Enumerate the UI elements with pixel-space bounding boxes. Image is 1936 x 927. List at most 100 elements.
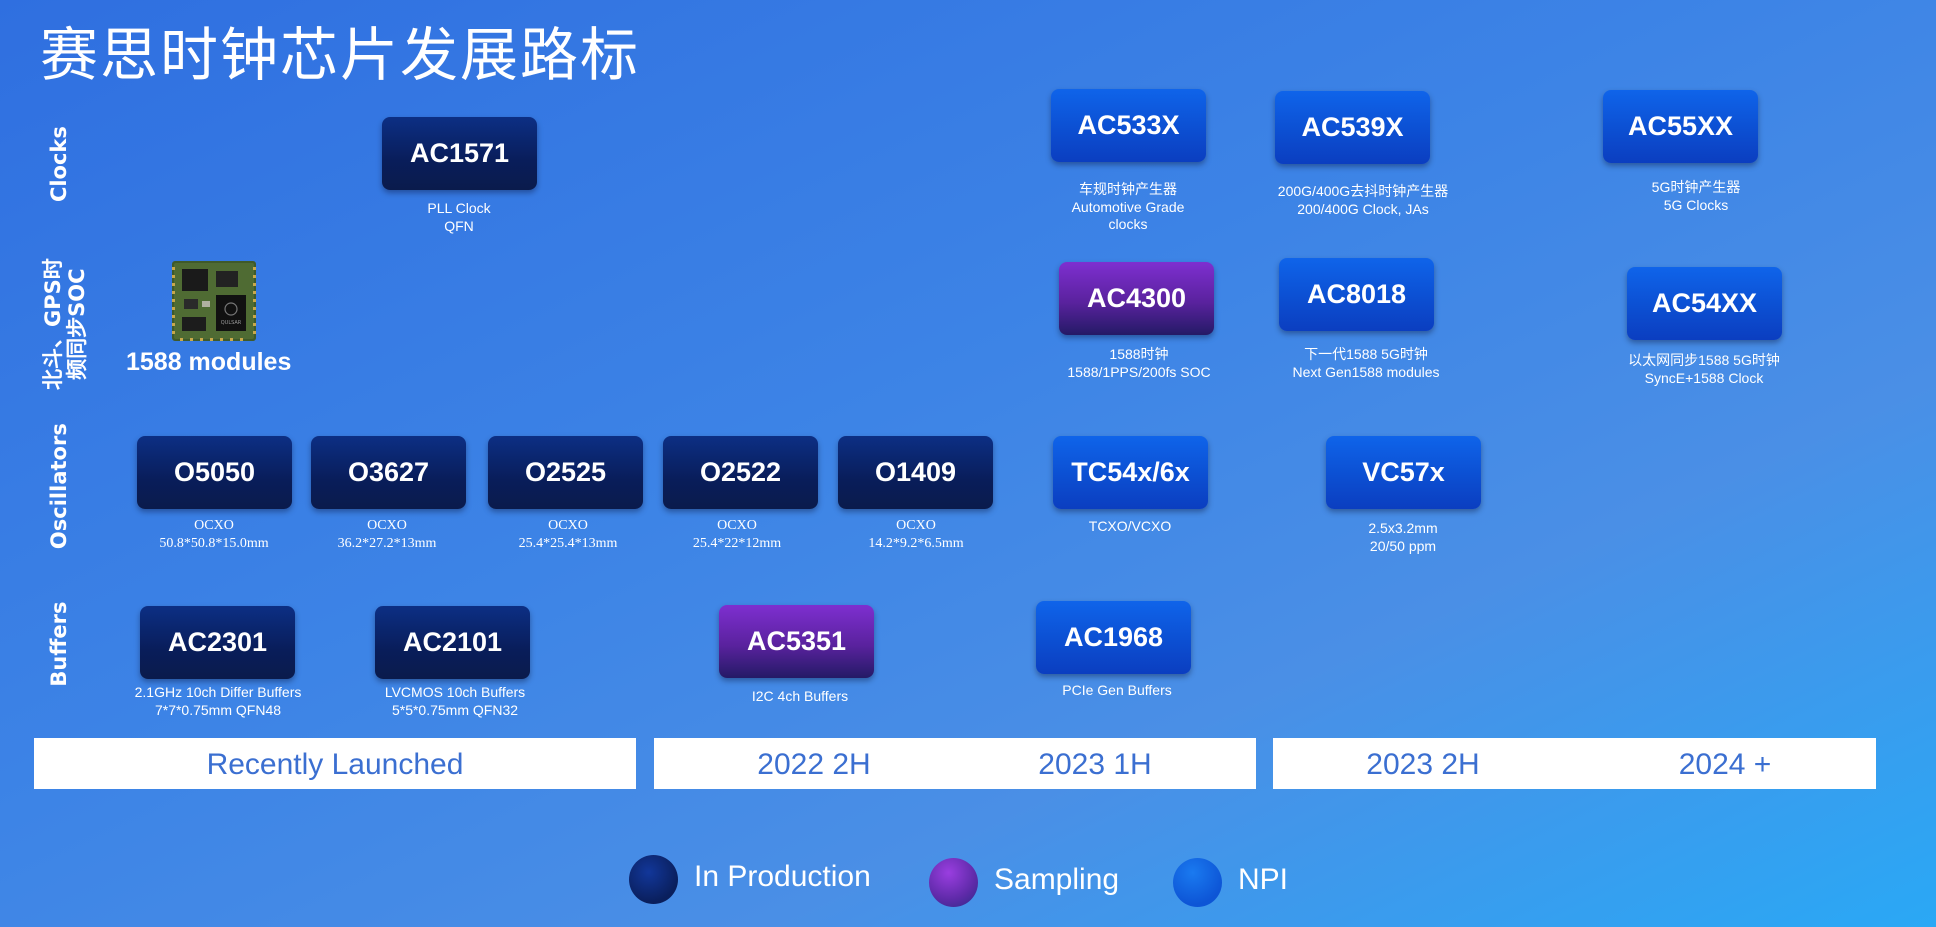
desc-line: 200G/400G去抖时钟产生器 bbox=[1277, 183, 1449, 199]
legend-npi-dot bbox=[1173, 858, 1222, 907]
desc-line: 50.8*50.8*15.0mm bbox=[159, 535, 269, 551]
desc-line: 25.4*22*12mm bbox=[692, 535, 782, 551]
period-2024-plus: 2024 + bbox=[1678, 748, 1772, 781]
chip-vc57x-name: VC57x bbox=[1362, 457, 1445, 487]
chip-ac533x-name: AC533X bbox=[1077, 110, 1180, 140]
legend-in-production-dot bbox=[629, 855, 678, 904]
chip-ac1968: AC1968 bbox=[1036, 601, 1191, 674]
chip-ac55xx: AC55XX bbox=[1603, 90, 1758, 163]
desc-line: 25.4*25.4*13mm bbox=[518, 535, 618, 551]
chip-ac2301: AC2301 bbox=[140, 606, 295, 679]
legend-in-production-label: In Production bbox=[694, 860, 871, 893]
row-label-soc-line1: 北斗、GPS时 bbox=[40, 258, 65, 391]
desc-line: SyncE+1588 Clock bbox=[1644, 369, 1764, 386]
desc-line: 1588/1PPS/200fs SOC bbox=[1067, 363, 1211, 380]
desc-line: 5G Clocks bbox=[1663, 196, 1729, 213]
chip-o3627: O3627 bbox=[311, 436, 466, 509]
desc-line: OCXO bbox=[194, 518, 234, 533]
chip-o2522-desc: OCXO 25.4*22*12mm bbox=[693, 517, 781, 552]
desc-line: 1588时钟 bbox=[1109, 346, 1169, 362]
chip-o2525-name: O2525 bbox=[524, 457, 607, 487]
chip-ac2101: AC2101 bbox=[375, 606, 530, 679]
period-2022-2h: 2022 2H bbox=[757, 748, 871, 781]
chip-o1409-desc: OCXO 14.2*9.2*6.5mm bbox=[868, 517, 963, 552]
desc-line: 下一代1588 5G时钟 bbox=[1304, 346, 1428, 362]
desc-line: 5*5*0.75mm QFN32 bbox=[391, 701, 519, 718]
page-title: 赛思时钟芯片发展路标 bbox=[40, 21, 641, 89]
desc-line: TCXO/VCXO bbox=[1088, 518, 1172, 534]
desc-line: 36.2*27.2*13mm bbox=[337, 535, 437, 551]
desc-line: Automotive Grade bbox=[1071, 198, 1185, 215]
chip-o5050-desc: OCXO 50.8*50.8*15.0mm bbox=[159, 517, 268, 552]
module-chip-text: QULSAR bbox=[221, 320, 242, 326]
chip-o3627-name: O3627 bbox=[347, 457, 430, 487]
chip-tc54x-6x-desc: TCXO/VCXO bbox=[1089, 518, 1171, 536]
desc-line: 7*7*0.75mm QFN48 bbox=[154, 701, 282, 718]
legend-npi-label: NPI bbox=[1238, 863, 1289, 896]
chip-ac2301-name: AC2301 bbox=[167, 627, 268, 657]
chip-ac8018-name: AC8018 bbox=[1306, 279, 1407, 309]
timeline-bar-1 bbox=[34, 738, 636, 789]
chip-tc54x-6x: TC54x/6x bbox=[1053, 436, 1208, 509]
chip-ac1968-name: AC1968 bbox=[1063, 622, 1164, 652]
chip-ac533x: AC533X bbox=[1051, 89, 1206, 162]
desc-line: OCXO bbox=[367, 518, 407, 533]
desc-line: clocks bbox=[1108, 216, 1148, 232]
chip-o2522: O2522 bbox=[663, 436, 818, 509]
chip-vc57x: VC57x bbox=[1326, 436, 1481, 509]
chip-ac54xx: AC54XX bbox=[1627, 267, 1782, 340]
desc-line: QFN bbox=[444, 217, 474, 234]
timeline-bar-2 bbox=[654, 738, 1256, 789]
desc-line: 2.1GHz 10ch Differ Buffers bbox=[134, 684, 302, 700]
chip-o2522-name: O2522 bbox=[699, 457, 782, 487]
chip-o5050-name: O5050 bbox=[173, 457, 256, 487]
period-2023-1h: 2023 1H bbox=[1038, 748, 1152, 781]
chip-ac8018: AC8018 bbox=[1279, 258, 1434, 331]
chip-ac1571: AC1571 bbox=[382, 117, 537, 190]
chip-ac1968-desc: PCIe Gen Buffers bbox=[1062, 682, 1171, 700]
chip-ac5351: AC5351 bbox=[719, 605, 874, 678]
chip-ac1571-name: AC1571 bbox=[409, 138, 510, 168]
desc-line: 20/50 ppm bbox=[1369, 537, 1437, 554]
chip-o1409-name: O1409 bbox=[874, 457, 957, 487]
chip-ac2101-name: AC2101 bbox=[402, 627, 503, 657]
legend-sampling-label: Sampling bbox=[994, 863, 1120, 896]
chip-o5050: O5050 bbox=[137, 436, 292, 509]
chip-o3627-desc: OCXO 36.2*27.2*13mm bbox=[338, 517, 437, 552]
desc-line: 车规时钟产生器 bbox=[1079, 181, 1177, 197]
chip-ac5351-desc: I2C 4ch Buffers bbox=[752, 688, 848, 706]
desc-line: 以太网同步1588 5G时钟 bbox=[1628, 352, 1780, 368]
desc-line: 200/400G Clock, JAs bbox=[1297, 200, 1429, 217]
chip-ac539x: AC539X bbox=[1275, 91, 1430, 164]
row-label-oscillators: Oscillators bbox=[46, 423, 71, 550]
1588-modules-label: 1588 modules bbox=[126, 348, 292, 376]
desc-line: OCXO bbox=[717, 518, 757, 533]
chip-o1409: O1409 bbox=[838, 436, 993, 509]
desc-line: PLL Clock bbox=[427, 200, 491, 216]
timeline-bar-3 bbox=[1273, 738, 1876, 789]
desc-line: I2C 4ch Buffers bbox=[751, 688, 849, 704]
legend-sampling-dot bbox=[929, 858, 978, 907]
desc-line: PCIe Gen Buffers bbox=[1062, 682, 1172, 698]
desc-line: Next Gen1588 modules bbox=[1292, 363, 1440, 380]
chip-ac55xx-name: AC55XX bbox=[1627, 111, 1734, 141]
desc-line: OCXO bbox=[896, 518, 936, 533]
chip-ac4300-name: AC4300 bbox=[1086, 283, 1187, 313]
desc-line: 5G时钟产生器 bbox=[1651, 179, 1741, 195]
chip-ac54xx-name: AC54XX bbox=[1651, 288, 1758, 318]
chip-tc54x-6x-name: TC54x/6x bbox=[1071, 457, 1190, 487]
chip-ac539x-name: AC539X bbox=[1301, 112, 1404, 142]
row-label-soc: 北斗、GPS时 频同步SOC bbox=[41, 254, 89, 394]
chip-ac5351-name: AC5351 bbox=[746, 626, 847, 656]
desc-line: 14.2*9.2*6.5mm bbox=[868, 535, 964, 551]
